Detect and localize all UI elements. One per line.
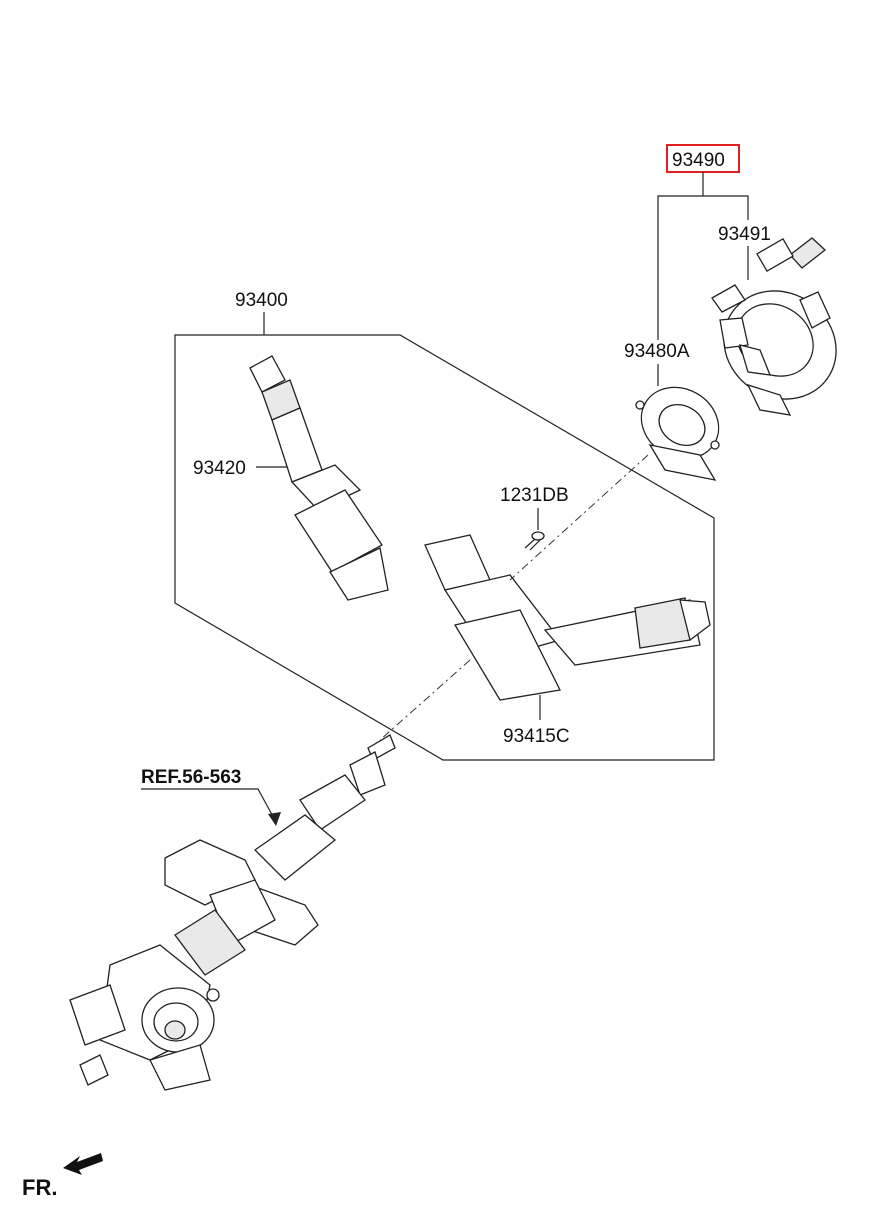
label-93480A[interactable]: 93480A [624,341,690,362]
clock-spring-93491 [711,237,837,416]
steering-column [69,734,396,1091]
ring-93480A [635,386,720,481]
screw-1231DB [524,531,545,551]
label-93415C[interactable]: 93415C [503,726,570,747]
assembly-93400-box [174,334,715,761]
light-switch-93415C [424,534,711,701]
label-93400[interactable]: 93400 [235,290,288,311]
label-FR[interactable]: FR. [22,1175,57,1200]
label-93420[interactable]: 93420 [193,458,246,479]
label-1231DB[interactable]: 1231DB [500,485,569,506]
label-REF-56-563[interactable]: REF.56-563 [141,767,241,788]
axis-line [509,454,649,581]
axis-line-lower [379,659,471,741]
label-93490[interactable]: 93490 [672,150,725,171]
leader-arrowhead [268,812,281,826]
leader-REF-56-563 [141,788,277,823]
front-arrow-icon [63,1153,103,1175]
wiper-switch-93420 [249,355,389,601]
leader-93490-tree [657,195,749,340]
label-93491[interactable]: 93491 [718,224,771,245]
